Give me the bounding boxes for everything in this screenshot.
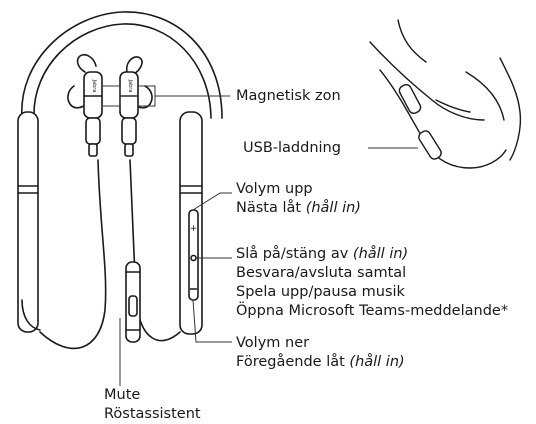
worn-on-neck-inset bbox=[370, 20, 520, 168]
next-track-text: Nästa låt bbox=[236, 200, 301, 216]
mute-text: Mute bbox=[104, 386, 201, 405]
svg-text:+: + bbox=[190, 224, 198, 234]
inline-remote bbox=[126, 262, 140, 342]
play-pause-text: Spela upp/pausa musik bbox=[236, 283, 508, 302]
volume-up-line1: Volym upp bbox=[236, 180, 361, 199]
left-earbud-brand: Jabra bbox=[91, 79, 97, 93]
power-hint: (håll in) bbox=[353, 246, 408, 262]
answer-call-text: Besvara/avsluta samtal bbox=[236, 264, 508, 283]
left-cable bbox=[40, 160, 106, 348]
mute-label: Mute Röstassistent bbox=[104, 386, 201, 424]
volume-down-label: Volym ner Föregående låt (håll in) bbox=[236, 334, 405, 372]
power-line1: Slå på/stäng av bbox=[236, 246, 348, 262]
voice-assistant-text: Röstassistent bbox=[104, 405, 201, 424]
left-earbud bbox=[68, 55, 102, 156]
next-track-hint: (håll in) bbox=[306, 200, 361, 216]
power-label: Slå på/stäng av (håll in) Besvara/avslut… bbox=[236, 245, 508, 321]
right-earbud-brand: Jabra bbox=[127, 79, 133, 93]
volume-up-label: Volym upp Nästa låt (håll in) bbox=[236, 180, 361, 218]
left-neckband-arm bbox=[18, 112, 40, 332]
teams-notification-text: Öppna Microsoft Teams-meddelande* bbox=[236, 302, 508, 321]
magnetic-zone-bracket bbox=[103, 86, 120, 106]
usb-charging-text: USB-laddning bbox=[243, 140, 341, 156]
previous-track-text: Föregående låt bbox=[236, 354, 345, 370]
usb-charging-label: USB-laddning bbox=[243, 139, 341, 158]
right-neckband-arm: + bbox=[180, 112, 202, 334]
magnetic-zone-text: Magnetisk zon bbox=[236, 88, 341, 104]
magnetic-zone-label: Magnetisk zon bbox=[236, 87, 341, 106]
previous-track-hint: (håll in) bbox=[349, 354, 404, 370]
volume-down-line1: Volym ner bbox=[236, 334, 405, 353]
mute-button bbox=[129, 296, 137, 316]
